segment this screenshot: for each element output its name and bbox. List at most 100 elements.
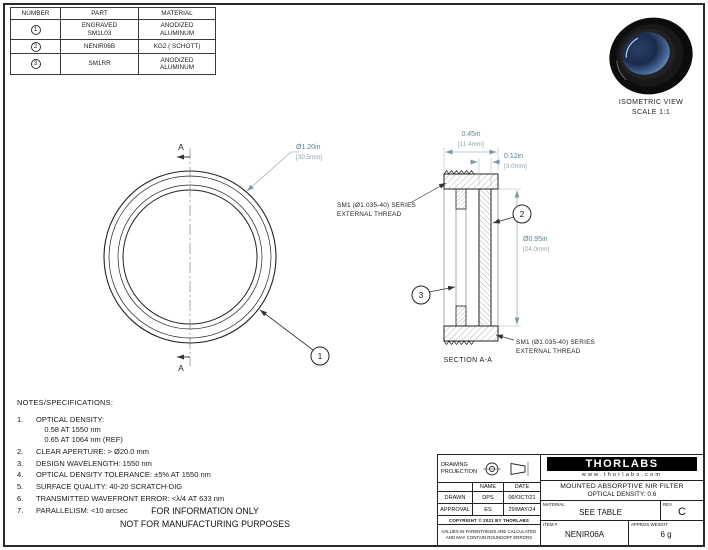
note-item: 2.CLEAR APERTURE: > Ø20.0 mm [17, 446, 150, 456]
rev-cell: REV C [661, 501, 703, 520]
lens-highlight [625, 37, 639, 58]
weight-label: APPROX WEIGHT [631, 522, 669, 527]
name-header: NAME [473, 483, 504, 492]
retaining-ring-top-section [455, 188, 467, 210]
isometric-caption-line2: SCALE 1:1 [632, 109, 670, 116]
sig-empty-cell [438, 483, 473, 492]
drawn-label: DRAWN [438, 492, 473, 504]
disclaimer-text: VALUES IN PARENTHESIS ARE CALCULATED AND… [441, 528, 537, 540]
thread-label-top-leader [409, 182, 447, 204]
outer-dim-leader [246, 151, 292, 192]
brand-cell: THORLABS www.thorlabs.com [541, 455, 703, 481]
note-item: 5.SURFACE QUALITY: 40-20 SCRATCH-DIG [17, 482, 183, 492]
balloon-1-leader [259, 309, 314, 351]
signature-grid: NAME DATE DRAWN DPS 06/OCT/21 APPROVAL E… [438, 483, 540, 516]
front-view: A A Ø1.20in [30.5mm] 1 [103, 142, 330, 373]
retaining-ring-bottom-section [455, 305, 467, 327]
note-item: 7.PARALLELISM: <10 arcsec [17, 506, 128, 516]
website-text: www.thorlabs.com [581, 472, 663, 478]
rev-label: REV [663, 502, 673, 507]
table-row-number: 3 [11, 54, 61, 74]
balloon-1 [310, 346, 330, 366]
isometric-caption-line1: ISOMETRIC VIEW [619, 99, 683, 106]
balloon-2-number: 2 [520, 210, 525, 219]
table-row-part: ENGRAVED SM1L03 [61, 20, 139, 40]
approval-label: APPROVAL [438, 504, 473, 516]
balloon-3-number: 3 [419, 291, 424, 300]
table-row-material: ANODIZED ALUMINUM [159, 56, 195, 71]
weight-cell: APPROX WEIGHT 6 g [629, 521, 703, 545]
section-view: 0.45in [11.4mm] 0.12in [3.0mm] Ø0.95in [… [337, 131, 595, 364]
filter-glass-section [478, 188, 492, 327]
thorlabs-logo: THORLABS [547, 457, 697, 471]
balloon-1-number: 1 [318, 352, 323, 361]
weight-value: 6 g [660, 530, 672, 539]
material-label: MATERIAL [543, 502, 565, 507]
section-letter-bottom: A [178, 363, 184, 373]
outer-dim-mm: [30.5mm] [296, 154, 322, 161]
drawing-title-cell: MOUNTED ABSORPTIVE NIR FILTER OPTICAL DE… [541, 481, 703, 501]
tube-wall-bottom-section [443, 325, 499, 342]
note-item: 4.OPTICAL DENSITY TOLERANCE: ±5% AT 1550… [17, 470, 211, 480]
external-thread-top [443, 169, 475, 175]
notes-heading: NOTES/SPECIFICATIONS: [17, 398, 114, 407]
table-row-number: 2 [11, 40, 61, 54]
isometric-view: ISOMETRIC VIEW SCALE 1:1 [609, 17, 693, 116]
note-item: 1.OPTICAL DENSITY: 0.58 AT 1550 nm 0.65 … [17, 415, 123, 444]
lens-photo [609, 17, 693, 95]
info-only-notice: FOR INFORMATION ONLY NOT FOR MANUFACTURI… [88, 505, 322, 531]
drawn-date: 06/OCT/21 [504, 492, 540, 504]
drawn-name: DPS [473, 492, 504, 504]
drawing-projection-label: DRAWING PROJECTION [441, 461, 478, 475]
thread-label-bottom-line2: EXTERNAL THREAD [516, 348, 581, 355]
item-value: NENIR06A [564, 530, 605, 539]
item-1-balloon: 1 [30, 24, 41, 35]
parts-table: NUMBER PART MATERIAL 1 ENGRAVED SM1L03 A… [10, 7, 216, 75]
balloon-2 [512, 204, 532, 224]
table-row-number: 1 [11, 20, 61, 40]
table-row-material: ANODIZED ALUMINUM [139, 20, 215, 40]
table-row-part: NENIR06B [61, 40, 139, 54]
parts-header-part: PART [61, 8, 139, 20]
thread-label-top-line1: SM1 (Ø1.035-40) SERIES [337, 202, 416, 209]
approval-date: 29/MAY/24 [504, 504, 540, 516]
balloon-3 [411, 285, 431, 305]
item-2-balloon: 2 [30, 41, 41, 52]
notes-section: NOTES/SPECIFICATIONS: 1.OPTICAL DENSITY:… [17, 398, 224, 518]
length-dim-mm: [11.4mm] [458, 141, 484, 148]
balloon-2-leader [492, 216, 515, 224]
outer-dim-in: Ø1.20in [296, 144, 321, 151]
item-label: ITEM # [543, 522, 558, 527]
section-caption: SECTION A-A [444, 357, 493, 364]
aperture-dim-mm: [24.0mm] [523, 246, 549, 253]
thread-label-bottom-line1: SM1 (Ø1.035-40) SERIES [516, 339, 595, 346]
parts-header-material: MATERIAL [139, 8, 215, 20]
material-cell: MATERIAL SEE TABLE [541, 501, 661, 520]
note-item: 6.TRANSMITTED WAVEFRONT ERROR: <λ/4 AT 6… [17, 494, 225, 504]
note-item: 3.DESIGN WAVELENGTH: 1550 nm [17, 458, 152, 468]
table-row-part: SM1RR [61, 54, 139, 74]
info-only-line2: NOT FOR MANUFACTURING PURPOSES [120, 519, 290, 530]
title-block: DRAWING PROJECTION NAME DATE DRAWN DPS 0… [437, 454, 703, 545]
rev-value: C [678, 505, 686, 518]
table-row-material: KG2 ( SCHOTT) [139, 40, 215, 54]
parts-header-number: NUMBER [11, 8, 61, 20]
external-thread-bottom [443, 340, 475, 346]
item-3-balloon: 3 [30, 59, 41, 69]
item-number-cell: ITEM # NENIR06A [541, 521, 629, 545]
thread-label-top-line2: EXTERNAL THREAD [337, 211, 402, 218]
date-header: DATE [504, 483, 540, 492]
engraving-arc [616, 60, 627, 81]
glass-dim-mm: [3.0mm] [504, 163, 527, 170]
section-letter-top: A [178, 142, 184, 152]
aperture-dim-in: Ø0.95in [523, 236, 548, 243]
balloon-3-leader [428, 285, 456, 293]
drawing-projection-cell: DRAWING PROJECTION [438, 455, 540, 483]
drawing-title: MOUNTED ABSORPTIVE NIR FILTER [560, 483, 684, 490]
approval-name: ES [473, 504, 504, 516]
thread-label-bottom-leader [495, 334, 515, 341]
tube-wall-top-section [443, 173, 499, 190]
copyright-text: COPYRIGHT © 2021 BY THORLABS [438, 516, 540, 525]
info-only-line1: FOR INFORMATION ONLY [151, 506, 259, 516]
